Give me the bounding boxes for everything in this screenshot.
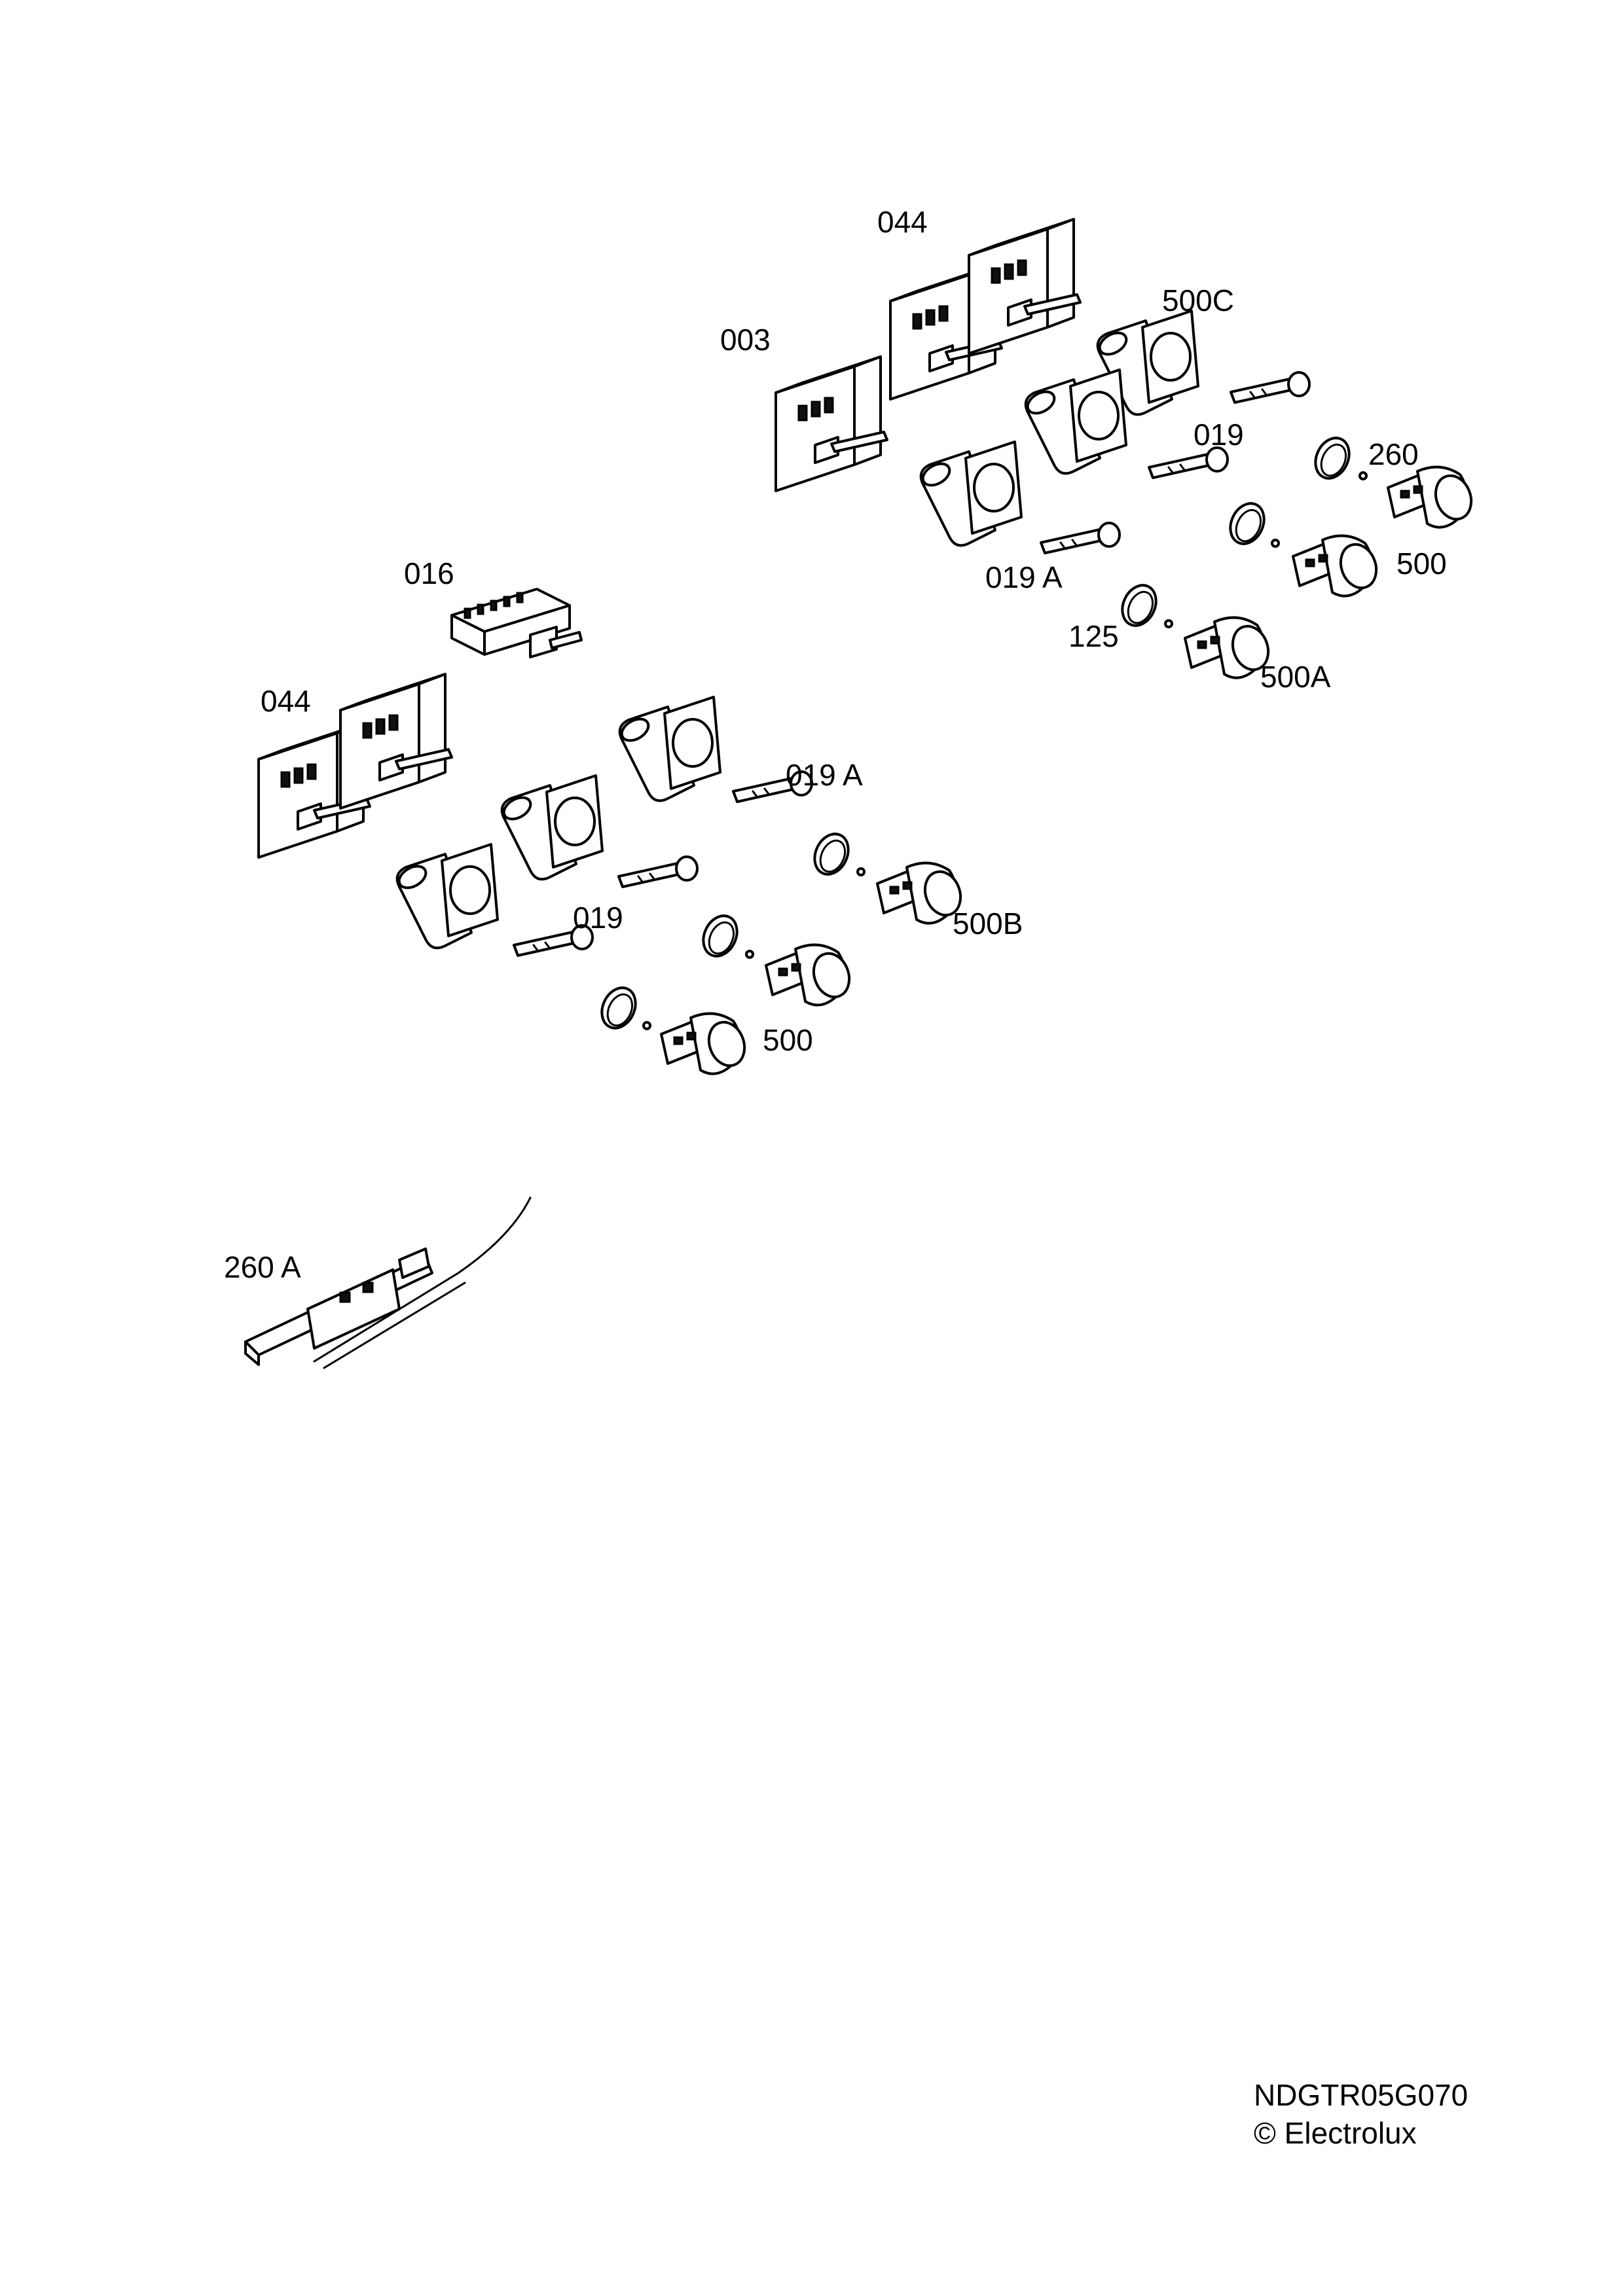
label-019-top: 019 (1194, 418, 1244, 452)
label-044-left: 044 (261, 684, 311, 718)
document-footer: NDGTR05G070 © Electrolux (1254, 2076, 1468, 2152)
shaft-019-top-1 (1230, 371, 1311, 404)
selector-016 (450, 588, 583, 658)
knob-500-left-2 (660, 1012, 752, 1075)
label-019A-top: 019 A (985, 560, 1063, 594)
lamp-housing-top-2 (1022, 368, 1127, 475)
copyright-notice: © Electrolux (1254, 2116, 1417, 2150)
thermostat-bracket-260A (244, 1196, 532, 1369)
shaft-019-left-1 (617, 855, 699, 888)
label-003: 003 (720, 323, 771, 357)
lamp-housing-left-3 (393, 843, 499, 950)
label-500A: 500A (1260, 660, 1331, 694)
label-500-mid: 500 (763, 1023, 813, 1057)
switch-044-top-b (968, 218, 1082, 355)
lamp-housing-left-2 (498, 774, 604, 881)
knob-500-top-1 (1387, 465, 1479, 529)
label-500B: 500B (953, 906, 1023, 941)
label-260A: 260 A (224, 1250, 301, 1284)
ring-260 (1307, 431, 1357, 486)
label-019A-mid: 019 A (786, 758, 863, 792)
label-016: 016 (404, 556, 454, 590)
label-125: 125 (1068, 619, 1119, 653)
lamp-housing-left-1 (616, 696, 721, 802)
label-500C: 500C (1162, 283, 1234, 317)
ring-125 (1114, 578, 1164, 633)
lamp-housing-top-3 (917, 440, 1023, 547)
regulator-003 (775, 355, 888, 492)
switch-044-left-b (339, 673, 453, 810)
ring-left-2 (695, 908, 745, 963)
ring-left-1 (807, 827, 856, 882)
shaft-019-top-2 (1148, 446, 1229, 479)
label-500-top: 500 (1396, 547, 1447, 581)
ring-top-2 (1222, 496, 1272, 551)
label-019-mid: 019 (573, 901, 623, 935)
connector-dots (642, 471, 1368, 1030)
drawing-code: NDGTR05G070 (1254, 2078, 1468, 2112)
shaft-019A-top (1040, 522, 1121, 554)
knob-500-left-1 (765, 943, 857, 1007)
ring-left-3 (594, 980, 644, 1035)
label-044-top: 044 (877, 205, 928, 239)
knob-500-top-2 (1292, 534, 1384, 598)
label-260: 260 (1368, 437, 1419, 471)
